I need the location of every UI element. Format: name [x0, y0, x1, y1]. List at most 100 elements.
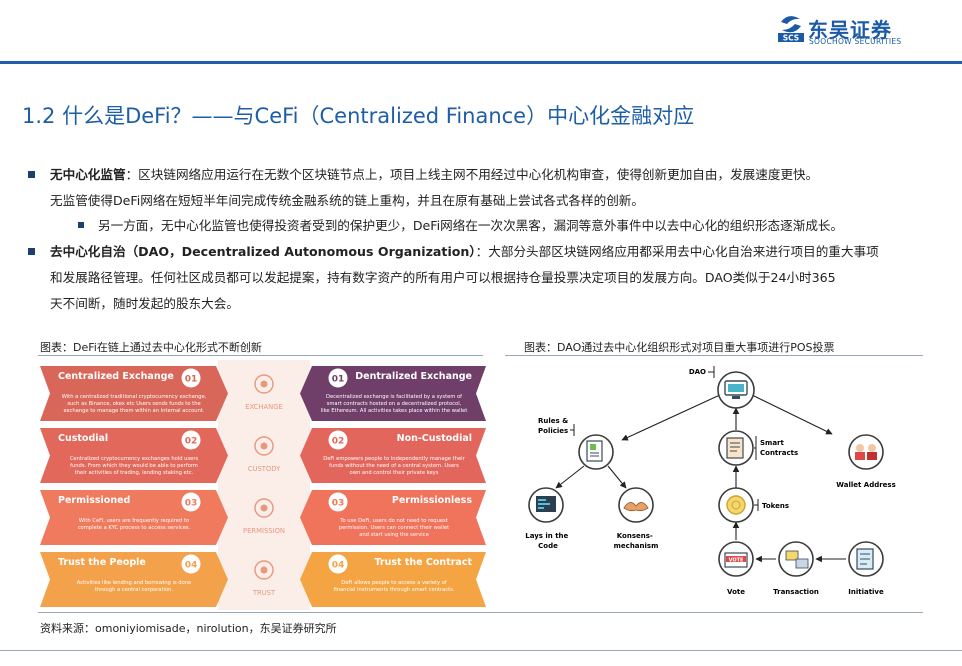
- transaction-label: Transaction: [773, 588, 819, 596]
- concept-label: PERMISSION: [243, 527, 285, 535]
- cefi-description-line: such as Binance, okex etc Users sends fu…: [67, 401, 200, 407]
- rules-label-line2: Policies: [538, 427, 568, 435]
- cefi-banner-1: [40, 366, 228, 421]
- transaction-node: Transaction: [773, 541, 819, 596]
- concept-icon: [254, 560, 274, 580]
- p2-line1-text: ：大部分头部区块链网络应用都采用去中心化自治来进行项目的重大事项: [475, 244, 879, 259]
- konsens-label: Konsens- mechanism: [614, 532, 659, 550]
- connector-dao-rules: [621, 393, 723, 441]
- badge-number: 02: [332, 437, 345, 447]
- defi-description-line: To use DeFi, users do not need to reques…: [339, 518, 448, 524]
- paragraph-1-sub: 另一方面，无中心化监管也使得投资者受到的保护更少，DeFi网络在一次次黑客，漏洞…: [98, 218, 844, 233]
- cefi-title: Trust the People: [58, 557, 146, 568]
- paragraph-2-line-2: 和发展路径管理。任何社区成员都可以发起提案，持有数字资产的所有用户可以根据持仓量…: [50, 270, 836, 285]
- badge-number: 01: [332, 375, 345, 385]
- defi-title: Permissionless: [392, 495, 472, 506]
- paragraph-1-line-2: 无监管使得DeFi网络在短短半年间完成传统金融系统的链上重构，并且在原有基础上尝…: [50, 193, 644, 208]
- caption-rule: [505, 355, 923, 356]
- tokens-label: Tokens: [762, 502, 789, 510]
- caption-rule: [38, 355, 483, 356]
- money-transfer-icon: [785, 550, 799, 561]
- wallet-label: Wallet Address: [836, 481, 896, 489]
- badge-number: 04: [332, 561, 345, 571]
- defi-description-line: funds without the need of a central syst…: [329, 463, 459, 469]
- number-badge: [181, 554, 201, 574]
- vote-node: VOTE Vote: [718, 541, 754, 596]
- cefi-banner-4: [40, 552, 228, 607]
- wallet-address-node: Wallet Address: [836, 434, 896, 489]
- tokens-node: Tokens: [718, 487, 789, 523]
- number-badge: [181, 430, 201, 450]
- defi-title: Trust the Contract: [374, 557, 472, 568]
- paragraph-2-line-3: 天不间断，随时发起的股东大会。: [50, 296, 239, 311]
- defi-description-line: DeFi empowers people to independently ma…: [323, 456, 465, 462]
- defi-description-line: own and control their private keys: [350, 470, 439, 476]
- konsens-mechanism-node: Konsens- mechanism: [614, 487, 659, 550]
- initiative-node: Initiative: [848, 541, 884, 596]
- connector-dao-wallet: [749, 393, 833, 435]
- konsens-label-line1: Konsens-: [617, 532, 653, 540]
- badge-number: 04: [185, 561, 198, 571]
- cefi-banner-3: [40, 490, 228, 545]
- defi-description-line: DeFi allows people to access a variety o…: [341, 580, 447, 586]
- cefi-description-line: funds. From which they would be able to …: [70, 463, 198, 469]
- cefi-description-line: With a centralized traditional cryptocur…: [62, 394, 207, 400]
- concept-icon: [254, 374, 274, 394]
- cefi-title: Centralized Exchange: [58, 371, 174, 382]
- p1-bold-label: 无中心化监管: [50, 167, 126, 182]
- paragraph-1-line-1: 无中心化监管：区块链网络应用运行在无数个区块链节点上，项目上线主网不用经过中心化…: [50, 162, 818, 188]
- defi-description-line: like Ethereum. All activities takes plac…: [321, 408, 468, 414]
- figure-right-caption: 图表：DAO通过去中心化组织形式对项目重大事项进行POS投票: [524, 341, 835, 354]
- cefi-description-line: their activities of trading, lending sta…: [75, 470, 194, 476]
- vote-label: Vote: [727, 588, 745, 596]
- lays-label: Lays in the Code: [525, 532, 570, 550]
- defi-description-line: smart contracts hosted on a decentralize…: [327, 401, 462, 407]
- dao-node: DAO: [689, 366, 755, 409]
- badge-number: 02: [185, 437, 198, 447]
- cefi-title: Permissioned: [58, 495, 130, 506]
- concept-icon-dot: [260, 380, 268, 388]
- concept-icon: [254, 436, 274, 456]
- connector-rules-konsens: [607, 465, 627, 489]
- coin-icon: [726, 495, 746, 515]
- lays-in-code-node: Lays in the Code: [525, 487, 570, 550]
- number-badge: [328, 430, 348, 450]
- defi-title: Non-Custodial: [397, 433, 472, 444]
- handshake-icon: [623, 502, 649, 512]
- number-badge: [328, 368, 348, 388]
- soochow-logo-mark-icon: SCS: [778, 16, 804, 42]
- brand-logo: SCS 东吴证券 SOOCHOW SECURITIES: [778, 14, 928, 46]
- person-icon: [868, 444, 876, 452]
- lays-label-line2: Code: [538, 542, 558, 550]
- concept-label: CUSTODY: [248, 465, 281, 473]
- number-badge: [181, 492, 201, 512]
- p2-bold-label: 去中心化自治（DAO，Decentralized Autonomous Orga…: [50, 244, 476, 259]
- cefi-description-line: exchange to manage them within an intern…: [63, 408, 204, 414]
- cefi-description-line: Centralized cryptocurrency exchanges hol…: [70, 456, 199, 462]
- number-badge: [328, 554, 348, 574]
- logo-cn-text: 东吴证券: [808, 18, 892, 42]
- bullet-square-icon: [28, 248, 35, 255]
- badge-number: 03: [332, 499, 345, 509]
- p1-line1-text: ：区块链网络应用运行在无数个区块链节点上，项目上线主网不用经过中心化机构审查，使…: [125, 167, 819, 182]
- contract-icon: [726, 437, 744, 459]
- slide-title: 1.2 什么是DeFi？——与CeFi（Centralized Finance）…: [22, 104, 695, 128]
- concept-icon-dot: [260, 442, 268, 450]
- concept-icon: [254, 498, 274, 518]
- smart-label-line2: Contracts: [760, 449, 798, 457]
- rules-policies-node: Rules & Policies: [538, 417, 614, 470]
- smart-label-line1: Smart: [760, 439, 785, 447]
- number-badge: [328, 492, 348, 512]
- badge-number: 01: [185, 375, 198, 385]
- figure-left-caption: 图表：DeFi在链上通过去中心化形式不断创新: [40, 341, 262, 354]
- defi-description-line: permission. Users can connect their wall…: [339, 525, 449, 531]
- initiative-label: Initiative: [848, 588, 884, 596]
- defi-description-line: Decentralized exchange is facilitated by…: [326, 394, 462, 400]
- smart-contracts-node: Smart Contracts: [718, 430, 798, 466]
- cefi-description-line: Activities like lending and borrowing is…: [77, 580, 192, 586]
- rules-label-line1: Rules &: [538, 417, 568, 425]
- dao-label: DAO: [689, 368, 706, 376]
- cefi-description-line: through a central corporation.: [95, 587, 174, 593]
- bullet-square-icon: [28, 171, 35, 178]
